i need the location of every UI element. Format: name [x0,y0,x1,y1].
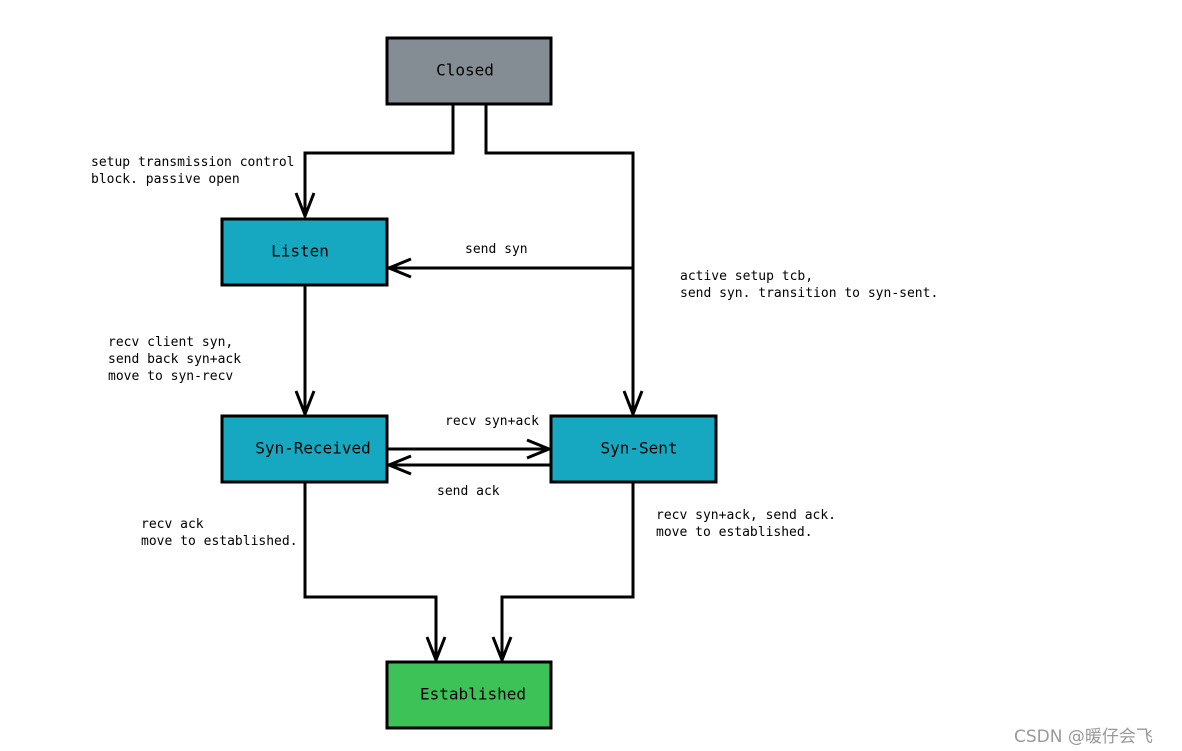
note-send-syn-line-1: send syn [465,242,528,257]
state-established-label: Established [420,685,526,704]
edge-syn-received-to-established [303,483,438,660]
note-syn-received-to-established-line-2: move to established. [141,534,298,549]
note-closed-to-listen: setup transmission control block. passiv… [91,155,302,187]
note-listen-to-syn-received-line-3: move to syn-recv [108,369,233,384]
note-closed-to-syn-sent-line-1: active setup tcb, [680,269,813,284]
arrowhead-recv-syn-ack [526,438,553,460]
note-closed-to-listen-line-1: setup transmission control [91,155,295,170]
state-listen-label: Listen [271,242,329,261]
note-closed-to-syn-sent-line-2: send syn. transition to syn-sent. [680,286,938,301]
state-listen-box [220,217,389,287]
note-closed-to-syn-sent: active setup tcb, send syn. transition t… [680,269,938,301]
arrowhead-established-right [491,636,513,665]
state-closed: Closed [385,36,553,106]
arrowhead-send-syn [385,257,412,279]
note-syn-received-to-established-line-1: recv ack [141,517,204,532]
note-listen-to-syn-received-line-2: send back syn+ack [108,352,241,367]
note-syn-received-to-established: recv ack move to established. [141,517,298,549]
state-syn-sent: Syn-Sent [549,414,718,484]
state-established: Established [385,660,553,730]
state-closed-box [385,36,553,106]
state-syn-received-label: Syn-Received [255,439,371,458]
arrowhead-syn-received [294,390,316,419]
state-closed-label: Closed [436,61,494,80]
state-syn-received-box [220,414,389,484]
state-syn-sent-box [549,414,718,484]
edge-closed-to-syn-sent [484,104,635,414]
edge-closed-to-listen [303,104,455,216]
arrowhead-send-ack [385,454,412,476]
arrowhead-listen [294,192,316,221]
state-syn-sent-label: Syn-Sent [600,439,677,458]
edge-syn-sent-to-established [500,483,635,660]
note-recv-syn-ack: recv syn+ack [445,414,539,429]
state-established-box [385,660,553,730]
state-listen: Listen [220,217,389,287]
note-recv-syn-ack-line-1: recv syn+ack [445,414,539,429]
edges [294,104,644,665]
note-send-ack-line-1: send ack [437,484,500,499]
note-syn-sent-to-established-line-2: move to established. [656,525,813,540]
note-syn-sent-to-established: recv syn+ack, send ack. move to establis… [656,508,844,540]
note-send-syn: send syn [465,242,528,257]
note-closed-to-listen-line-2: block. passive open [91,172,240,187]
note-listen-to-syn-received-line-1: recv client syn, [108,335,233,350]
watermark: CSDN @暖仔会飞 [1014,727,1153,747]
state-syn-received: Syn-Received [220,414,389,484]
note-send-ack: send ack [437,484,500,499]
arrowhead-syn-sent [622,390,644,419]
note-listen-to-syn-received: recv client syn, send back syn+ack move … [108,335,249,384]
arrowhead-established-left [425,636,447,665]
note-syn-sent-to-established-line-1: recv syn+ack, send ack. [656,508,836,523]
